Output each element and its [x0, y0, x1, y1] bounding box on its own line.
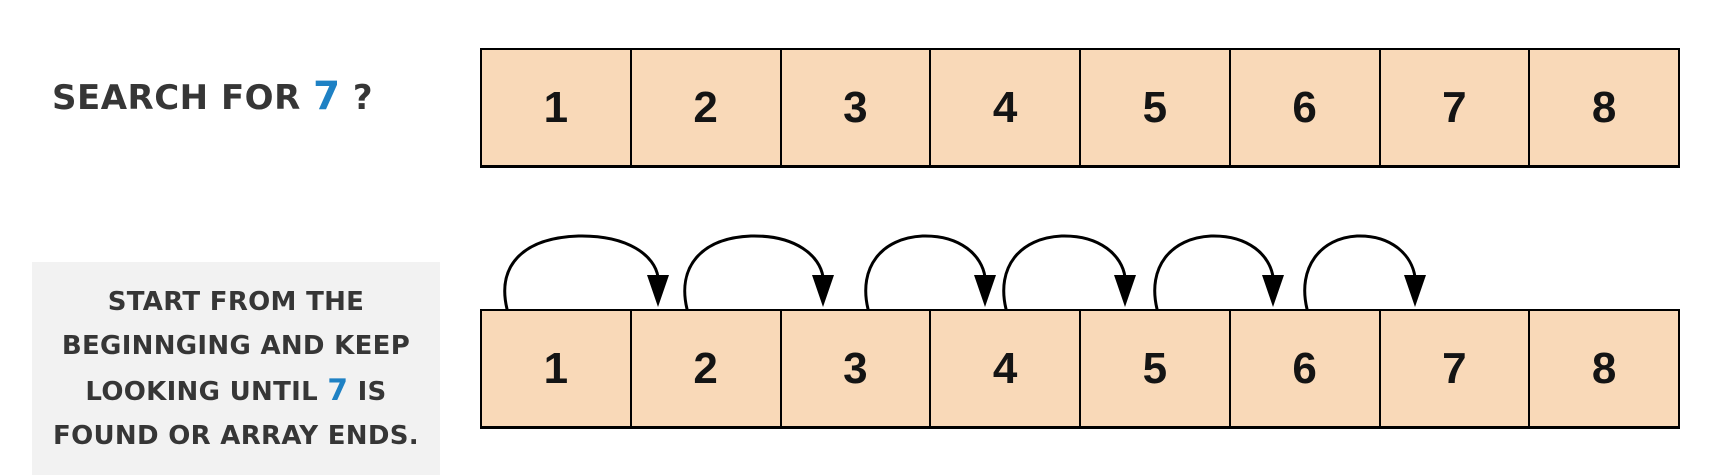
array-cell-6: 6	[1231, 311, 1381, 426]
note-line: BEGINNGING AND KEEP	[62, 324, 410, 368]
arrowhead-icon	[1114, 275, 1136, 307]
hop-arrow-2-to-3	[683, 234, 834, 311]
array-cell-1: 1	[482, 50, 632, 165]
arrowhead-icon	[812, 275, 834, 307]
hop-arrow-4-to-5	[1002, 234, 1136, 311]
arrowhead-icon	[647, 275, 669, 307]
array-cell-6: 6	[1231, 50, 1381, 165]
target-value: 7	[327, 371, 349, 407]
array-cell-5: 5	[1081, 311, 1231, 426]
arrowhead-icon	[1262, 275, 1284, 307]
label-text: IS	[348, 376, 387, 407]
target-value: 7	[313, 74, 341, 119]
hop-arrow-6-to-7	[1303, 234, 1426, 311]
label-text: LOOKING UNTIL	[85, 376, 328, 407]
label-text: SEARCH FOR	[52, 78, 314, 118]
label-text: BEGINNGING AND KEEP	[61, 330, 411, 361]
hop-arrow-3-to-4	[864, 234, 996, 311]
array-cell-7: 7	[1381, 311, 1531, 426]
array-cell-8: 8	[1591, 343, 1617, 393]
array-cell-4: 4	[931, 50, 1081, 165]
array-cell-7: 7	[1381, 50, 1531, 165]
array-cell-1: 1	[482, 311, 632, 426]
note-line: START FROM THE	[108, 280, 364, 324]
hop-arrow-5-to-6	[1153, 234, 1284, 311]
label-text: START FROM THE	[107, 286, 365, 317]
array-cell-2: 2	[632, 50, 782, 165]
label-text: ?	[340, 78, 374, 118]
arrowhead-icon	[1404, 275, 1426, 307]
note-line: LOOKING UNTIL 7 IS	[85, 368, 386, 414]
hop-arrow-1-to-2	[503, 234, 669, 311]
array-cell-3: 3	[782, 311, 932, 426]
explanation-note: START FROM THE BEGINNGING AND KEEP LOOKING…	[32, 262, 440, 475]
array-cell-8: 8	[1591, 82, 1617, 132]
array-cell-5: 5	[1081, 50, 1231, 165]
array-cell-2: 2	[632, 311, 782, 426]
search-question-label: SEARCH FOR 7 ?	[52, 74, 373, 119]
array-cell-3: 3	[782, 50, 932, 165]
arrowhead-icon	[974, 275, 996, 307]
note-line: FOUND OR ARRAY ENDS.	[53, 414, 419, 458]
array-cell-4: 4	[931, 311, 1081, 426]
label-text: FOUND OR ARRAY ENDS.	[53, 420, 419, 451]
